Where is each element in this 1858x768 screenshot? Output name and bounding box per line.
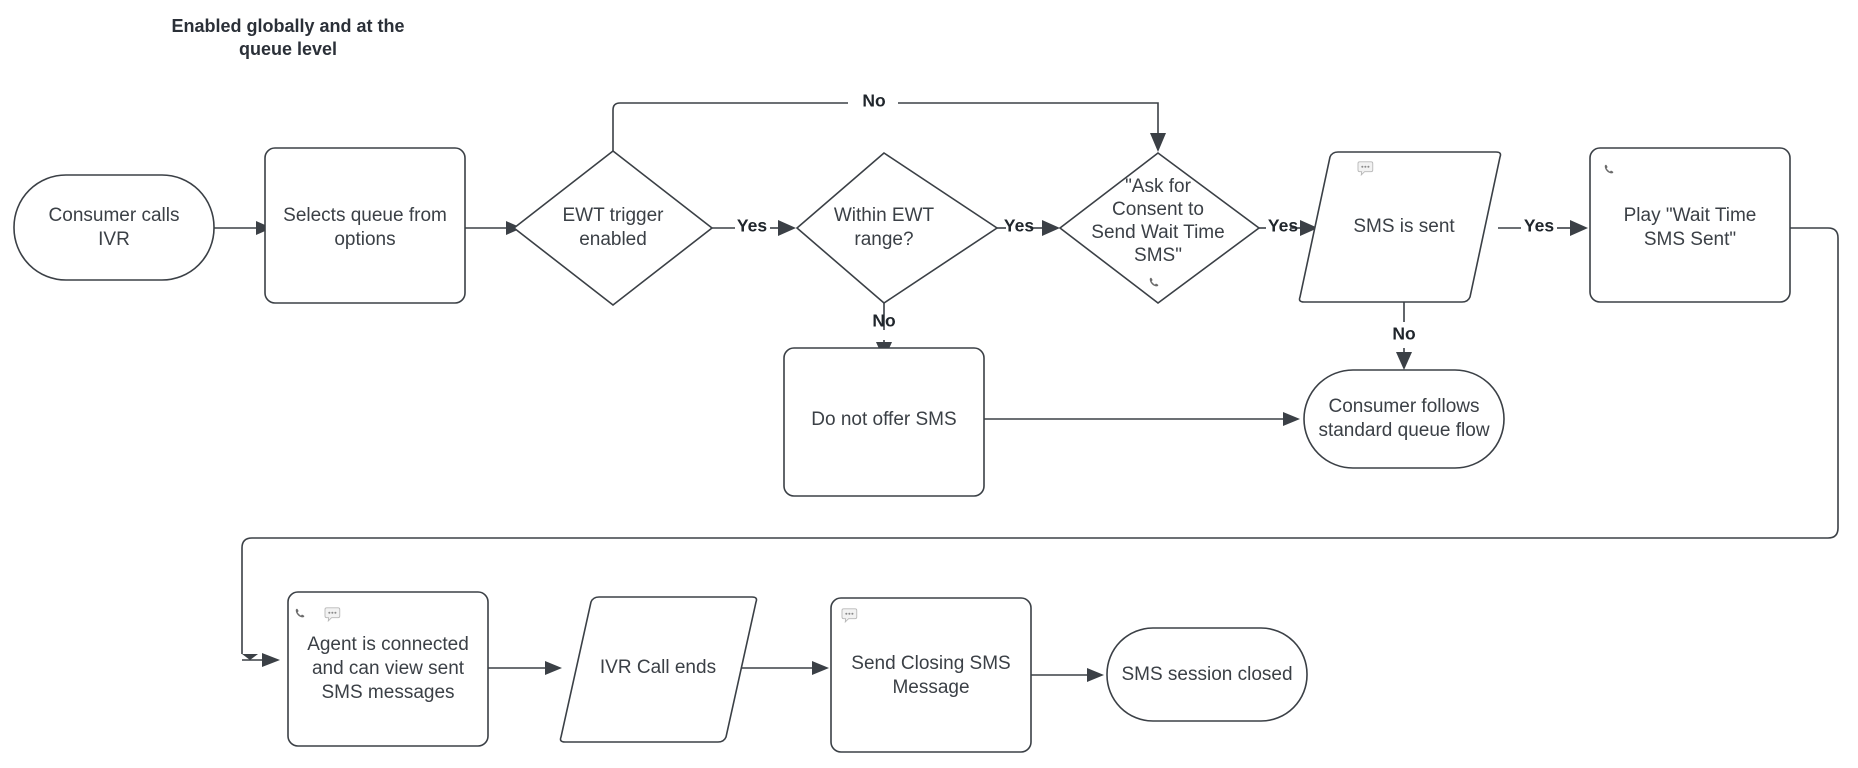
node-send-closing-sms-message[interactable]: Send Closing SMS Message [830, 597, 1032, 753]
edge-do-not-offer-to-standard-flow [983, 412, 1300, 426]
node-label-line: EWT trigger [562, 205, 664, 226]
node-sms-is-sent[interactable]: SMS is sent [1298, 151, 1502, 303]
edge-ivr-ends-to-closing-sms [740, 661, 829, 675]
node-label-line: and can view sent [312, 658, 465, 679]
node-label-line: SMS" [1134, 245, 1182, 266]
node-play-wait-time-sms-sent[interactable]: Play "Wait Time SMS Sent" [1589, 147, 1791, 303]
node-ivr-call-ends[interactable]: IVR Call ends [559, 596, 758, 743]
edge-play-to-agent-return [241, 227, 1839, 667]
node-consumer-calls-ivr[interactable]: Consumer calls IVR [13, 174, 215, 281]
edge-agent-to-ivr-call-ends [488, 661, 562, 675]
node-label-line: SMS session closed [1121, 664, 1292, 685]
edge-label-no-2: No [872, 311, 895, 331]
node-ask-for-consent[interactable]: "Ask for Consent to Send Wait Time SMS" [1058, 151, 1261, 305]
edge-sms-sent-yes: Yes [1498, 216, 1588, 236]
node-label-line: Send Closing SMS [851, 653, 1010, 674]
edge-label-yes-4: Yes [1524, 216, 1554, 236]
node-label-line: Consumer calls [49, 205, 180, 226]
node-label-line: options [334, 229, 395, 250]
diagram-title: Enabled globally and at the queue level [171, 16, 404, 59]
node-label-line: standard queue flow [1318, 420, 1489, 441]
diagram-title-line2: queue level [239, 39, 337, 59]
node-label-line: SMS messages [321, 682, 454, 703]
edge-sms-sent-no: No [1392, 298, 1416, 370]
edge-consumer-to-selects [214, 221, 272, 235]
node-selects-queue[interactable]: Selects queue from options [264, 147, 466, 304]
node-label-line: Play "Wait Time [1624, 205, 1757, 226]
edge-label-yes-2: Yes [1004, 216, 1034, 236]
node-within-ewt-range[interactable]: Within EWT range? [795, 151, 999, 305]
node-agent-is-connected[interactable]: Agent is connected and can view sent SMS… [287, 591, 489, 747]
edge-within-range-yes: Yes [997, 216, 1060, 236]
chat-icon [1357, 161, 1374, 177]
node-label-line: Selects queue from [283, 205, 447, 226]
node-label-line: Consent to [1112, 199, 1204, 220]
edge-label-no-1: No [862, 91, 885, 111]
edge-closing-sms-to-session-closed [1031, 668, 1104, 682]
node-label-line: Message [892, 677, 969, 698]
node-label-line: "Ask for [1125, 176, 1192, 197]
node-ewt-trigger-enabled[interactable]: EWT trigger enabled [512, 149, 714, 307]
node-consumer-follows-standard-queue-flow[interactable]: Consumer follows standard queue flow [1303, 369, 1505, 469]
node-label-line: Send Wait Time [1091, 222, 1224, 243]
diagram-title-line1: Enabled globally and at the [171, 16, 404, 36]
edge-ewt-trigger-yes: Yes [712, 216, 796, 236]
phone-icon [295, 608, 305, 618]
node-label-line: range? [854, 229, 913, 250]
node-label-line: Within EWT [834, 205, 935, 226]
phone-icon [1604, 164, 1614, 174]
node-label-line: enabled [579, 229, 647, 250]
chat-icon [324, 607, 341, 623]
node-label-line: Do not offer SMS [811, 409, 956, 430]
node-do-not-offer-sms[interactable]: Do not offer SMS [783, 347, 985, 497]
node-label-line: IVR Call ends [600, 657, 716, 678]
phone-icon [1149, 277, 1159, 287]
edge-label-yes-1: Yes [737, 216, 767, 236]
edge-ewt-trigger-no-loop: No [612, 91, 1166, 152]
edge-consent-yes: Yes [1259, 216, 1318, 236]
node-label-line: SMS Sent" [1644, 229, 1736, 250]
node-label-line: IVR [98, 229, 130, 250]
node-label-line: Consumer follows [1329, 396, 1480, 417]
edge-label-yes-3: Yes [1268, 216, 1298, 236]
chat-icon [841, 608, 858, 624]
node-label-line: SMS is sent [1353, 216, 1455, 237]
node-label-line: Agent is connected [307, 634, 469, 655]
node-sms-session-closed[interactable]: SMS session closed [1106, 627, 1308, 722]
edge-label-no-3: No [1392, 324, 1415, 344]
